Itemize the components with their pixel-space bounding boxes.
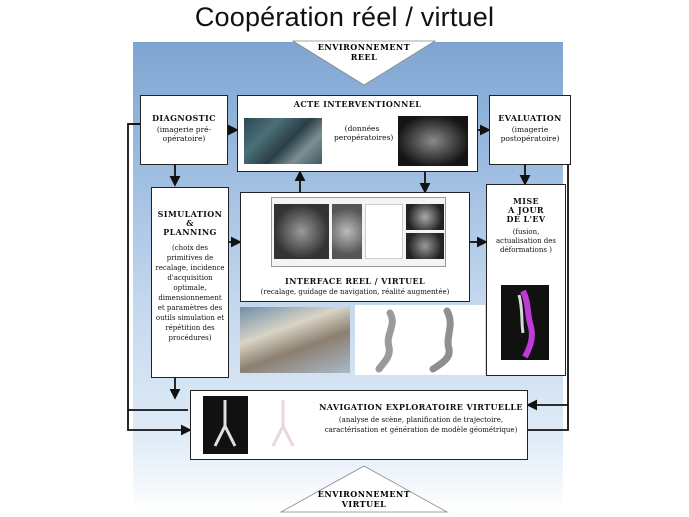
- diagnostic-box: DIAGNOSTIC (imagerie pré-opératoire): [140, 95, 228, 165]
- navigation-text: (analyse de scène, planification de traj…: [324, 416, 518, 434]
- fusion-image: [501, 285, 549, 360]
- navigation-title: NAVIGATION EXPLORATOIRE VIRTUELLE: [319, 402, 523, 412]
- env-virtual-triangle: [279, 465, 449, 513]
- simulation-title-1: SIMULATION: [157, 209, 223, 219]
- env-real-label: ENVIRONNEMENT REEL: [305, 42, 423, 62]
- vessel-models-panel: [355, 305, 485, 375]
- interface-box: INTERFACE REEL / VIRTUEL (recalage, guid…: [240, 192, 470, 302]
- virtual-scene-photo: [240, 307, 350, 373]
- acte-title: ACTE INTERVENTIONNEL: [293, 99, 422, 109]
- env-real-line1: ENVIRONNEMENT: [317, 42, 411, 52]
- mise-a-jour-title-3: DE L'EV: [506, 214, 546, 224]
- xray-pane-2: [332, 204, 362, 259]
- operating-room-photo: [244, 118, 322, 164]
- evaluation-title: EVALUATION: [498, 113, 562, 123]
- mise-a-jour-box: MISE A JOUR DE L'EV (fusion, actualisati…: [486, 184, 566, 376]
- interface-screenshot: [271, 197, 446, 267]
- vessel-render-pane: [365, 204, 403, 259]
- simulation-box: SIMULATION & PLANNING (choix des primiti…: [151, 187, 229, 378]
- mise-a-jour-title-1: MISE: [512, 196, 540, 206]
- diagnostic-text: (imagerie pré-opératoire): [156, 125, 212, 143]
- simulation-title-3: PLANNING: [163, 227, 217, 237]
- diagnostic-title: DIAGNOSTIC: [152, 113, 216, 123]
- env-virtual-label: ENVIRONNEMENT VIRTUEL: [305, 489, 423, 509]
- mise-a-jour-title-2: A JOUR: [508, 205, 544, 215]
- env-virtual-line1: ENVIRONNEMENT: [317, 489, 411, 499]
- interface-text: (recalage, guidage de navigation, réalit…: [260, 288, 450, 296]
- angiography-image: [398, 116, 468, 166]
- page-title: Coopération réel / virtuel: [194, 2, 495, 32]
- xray-pane-3: [406, 204, 444, 230]
- env-virtual-line2: VIRTUEL: [341, 499, 387, 509]
- simulation-text: (choix des primitives de recalage, incid…: [155, 244, 225, 342]
- acte-box: ACTE INTERVENTIONNEL (données peropérato…: [237, 95, 478, 172]
- xray-pane-1: [274, 204, 329, 259]
- navigation-image-1: [203, 396, 248, 454]
- env-real-line2: REEL: [350, 52, 378, 62]
- env-real-triangle: [291, 40, 437, 86]
- navigation-image-2: [261, 396, 306, 454]
- evaluation-box: EVALUATION (imagerie postopératoire): [489, 95, 571, 165]
- navigation-box: NAVIGATION EXPLORATOIRE VIRTUELLE (analy…: [190, 390, 528, 460]
- evaluation-text: (imagerie postopératoire): [500, 125, 560, 143]
- interface-title: INTERFACE REEL / VIRTUEL: [284, 276, 426, 286]
- acte-text: (données peropératoires): [334, 124, 394, 142]
- mise-a-jour-text: (fusion, actualisation des déformations …: [495, 228, 557, 254]
- simulation-title-2: &: [186, 218, 194, 228]
- xray-pane-4: [406, 233, 444, 259]
